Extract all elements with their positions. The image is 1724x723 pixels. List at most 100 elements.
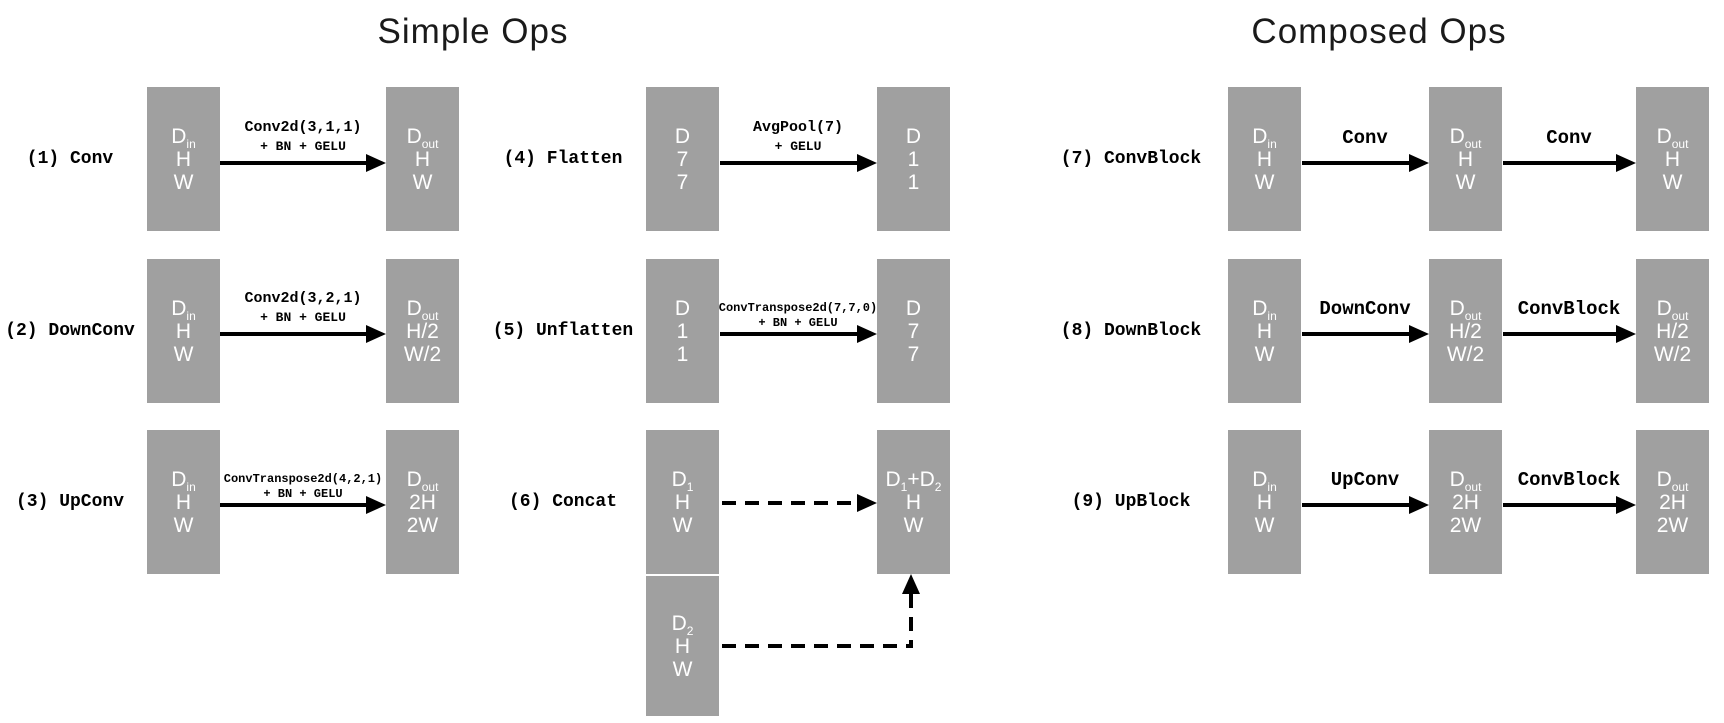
arrow-shaft	[1302, 161, 1409, 165]
tensor-dim-w: W	[173, 513, 194, 537]
tensor-dim-d: D	[905, 124, 922, 148]
dashed-elbow-vertical	[909, 594, 913, 648]
tensor-dim-d: Din	[171, 467, 196, 494]
tensor-box-output: Dout 2H 2W	[386, 430, 459, 574]
tensor-dim-w: 2W	[1449, 513, 1482, 537]
tensor-box-output: D 7 7	[877, 259, 950, 403]
tensor-dim-h: H	[674, 490, 691, 514]
tensor-dim-h: 2H	[409, 490, 436, 514]
tensor-dim-w: W	[412, 170, 433, 194]
tensor-dim-d: D1	[671, 467, 694, 494]
tensor-dim-d: D2	[671, 611, 694, 638]
tensor-dim-h: H	[175, 147, 192, 171]
tensor-dim-d: Dout	[406, 296, 439, 323]
tensor-dim-w: W	[903, 513, 924, 537]
tensor-dim-d: D1+D2	[885, 467, 942, 494]
tensor-dim-d: Din	[1252, 467, 1277, 494]
arrow-shaft	[220, 503, 366, 507]
tensor-dim-h: 7	[907, 319, 920, 343]
tensor-box-input-1: D1 H W	[646, 430, 719, 574]
arrow-shaft	[220, 161, 366, 165]
tensor-dim-h: H	[414, 147, 431, 171]
arrow-label: Conv2d(3,2,1) + BN + GELU	[244, 290, 362, 325]
tensor-dim-w: W/2	[403, 342, 442, 366]
tensor-dim-w: W	[672, 513, 693, 537]
tensor-box-input: Din H W	[147, 430, 220, 574]
tensor-dim-h: H	[175, 319, 192, 343]
tensor-dim-d: D	[905, 296, 922, 320]
tensor-box-output: D 1 1	[877, 87, 950, 231]
arrowhead-right-icon	[366, 154, 386, 172]
tensor-dim-h: 2H	[1452, 490, 1479, 514]
tensor-dim-h: 1	[676, 319, 689, 343]
simple-ops-title: Simple Ops	[377, 12, 569, 51]
op-label: (2) DownConv	[5, 321, 135, 341]
tensor-dim-h: H	[1457, 147, 1474, 171]
tensor-dim-w: 7	[676, 170, 689, 194]
tensor-box-input: D 1 1	[646, 259, 719, 403]
tensor-box-output: D1+D2 H W	[877, 430, 950, 574]
op-label: (1) Conv	[26, 149, 114, 169]
arrow-label: AvgPool(7) + GELU	[752, 119, 843, 154]
arrow-label: Conv2d(3,1,1) + BN + GELU	[244, 119, 362, 154]
arrowhead-right-icon	[1409, 496, 1429, 514]
arrow-label: DownConv	[1319, 298, 1411, 320]
composed-ops-title: Composed Ops	[1251, 12, 1507, 51]
arrow-label: Conv	[1546, 127, 1592, 149]
tensor-dim-h: H/2	[406, 319, 439, 343]
tensor-dim-h: 2H	[1659, 490, 1686, 514]
tensor-dim-d: Din	[171, 296, 196, 323]
arrow-shaft	[1503, 332, 1616, 336]
arrowhead-up-icon	[902, 574, 920, 594]
tensor-dim-h: H	[175, 490, 192, 514]
tensor-dim-h: H	[1664, 147, 1681, 171]
arrow-shaft	[1503, 503, 1616, 507]
arrow-shaft	[720, 332, 857, 336]
op-label: (7) ConvBlock	[1060, 149, 1202, 169]
arrow-label: ConvTranspose2d(4,2,1) + BN + GELU	[223, 472, 383, 501]
tensor-box-input-2: D2 H W	[646, 576, 719, 716]
arrow-label: ConvTranspose2d(7,7,0) + BN + GELU	[718, 301, 878, 330]
tensor-dim-h: H	[1256, 147, 1273, 171]
tensor-dim-d: Din	[171, 124, 196, 151]
tensor-dim-h: H/2	[1656, 319, 1689, 343]
tensor-dim-w: W/2	[1653, 342, 1692, 366]
op-label: (6) Concat	[508, 492, 618, 512]
tensor-dim-w: W	[1662, 170, 1683, 194]
tensor-dim-d: Din	[1252, 124, 1277, 151]
arrowhead-right-icon	[1616, 496, 1636, 514]
tensor-dim-w: 1	[907, 170, 920, 194]
arrow-label: Conv	[1342, 127, 1388, 149]
tensor-box-output: Dout H W	[1636, 87, 1709, 231]
tensor-box-input: Din H W	[147, 259, 220, 403]
arrow-shaft	[220, 332, 366, 336]
arrowhead-right-icon	[1616, 154, 1636, 172]
tensor-dim-d: Dout	[1449, 124, 1482, 151]
tensor-dim-d: Dout	[1656, 467, 1689, 494]
tensor-dim-w: 1	[676, 342, 689, 366]
tensor-dim-d: Dout	[1656, 296, 1689, 323]
op-label: (3) UpConv	[15, 492, 125, 512]
tensor-dim-h: 7	[676, 147, 689, 171]
dashed-arrow-shaft	[722, 501, 857, 505]
tensor-dim-w: W/2	[1446, 342, 1485, 366]
tensor-dim-d: D	[674, 124, 691, 148]
tensor-dim-d: Din	[1252, 296, 1277, 323]
tensor-dim-w: W	[1455, 170, 1476, 194]
tensor-dim-w: 2W	[1656, 513, 1689, 537]
tensor-dim-h: H	[905, 490, 922, 514]
arrow-label: ConvBlock	[1517, 298, 1621, 320]
tensor-box-input: Din H W	[1228, 259, 1301, 403]
tensor-dim-d: D	[674, 296, 691, 320]
arrowhead-right-icon	[1616, 325, 1636, 343]
tensor-box-middle: Dout 2H 2W	[1429, 430, 1502, 574]
arrowhead-right-icon	[1409, 325, 1429, 343]
tensor-dim-d: Dout	[1656, 124, 1689, 151]
tensor-box-middle: Dout H W	[1429, 87, 1502, 231]
arrow-shaft	[1302, 332, 1409, 336]
op-label: (4) Flatten	[503, 149, 623, 169]
tensor-dim-h: H	[1256, 490, 1273, 514]
arrowhead-right-icon	[366, 496, 386, 514]
tensor-dim-w: 2W	[406, 513, 439, 537]
